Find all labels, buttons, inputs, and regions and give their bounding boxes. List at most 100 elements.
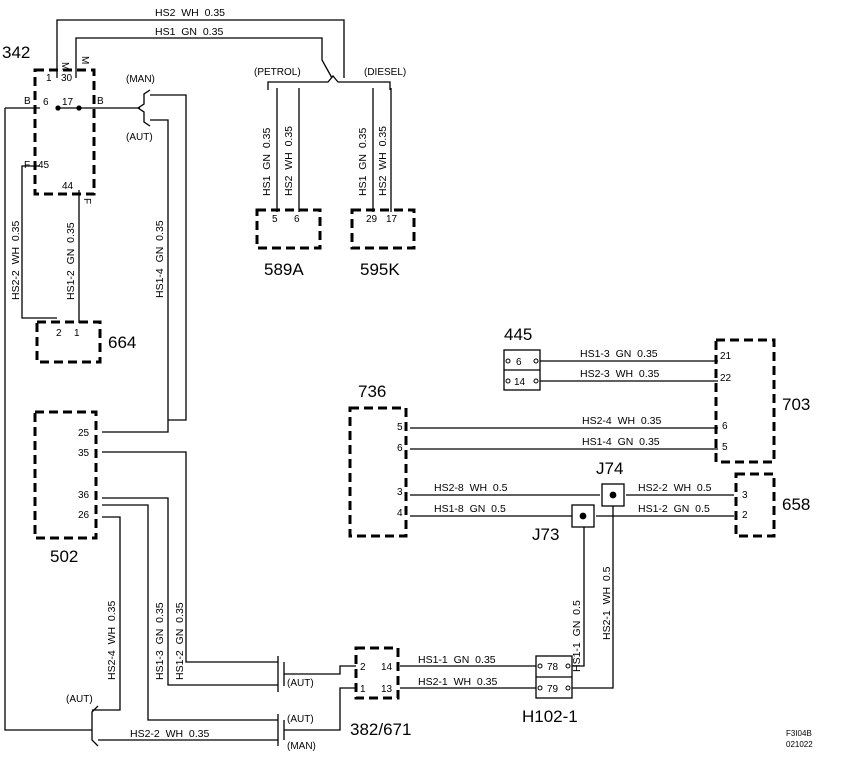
pin-658-3: 3: [742, 490, 748, 501]
label-658: 658: [782, 495, 810, 514]
wire-hs2-2-outer: [4, 108, 92, 731]
pin-502-25: 25: [78, 428, 90, 439]
component-589a-box: [255, 208, 322, 250]
aut-man-bracket-2: [277, 714, 285, 746]
label-hs1-1-vertical: HS1-1 GN 0.5: [571, 600, 583, 672]
pin-445-6: 6: [516, 357, 522, 368]
note-aut-1: (AUT): [287, 678, 314, 689]
pin-342-17: 17: [62, 97, 74, 108]
wire-hs1-4: [102, 119, 169, 433]
pin-736-4: 4: [397, 508, 403, 519]
pin-numbers: 1 30 6 17 45 44 5 6 29 17 2 1 6 14 21 22…: [38, 73, 748, 695]
component-labels: 342 589A 595K 664 445 703 736 658 502 38…: [2, 43, 810, 739]
label-382-671: 382/671: [350, 720, 411, 739]
pin-382-14: 14: [381, 662, 393, 673]
label-hs1-8: HS1-8 GN 0.5: [434, 503, 506, 515]
note-man-bottom: (MAN): [287, 741, 316, 752]
pin-502-36: 36: [78, 490, 90, 501]
wire-hs2-2-502: [92, 516, 121, 711]
label-j74: J74: [596, 459, 623, 478]
label-502: 502: [50, 547, 78, 566]
pin-658-2: 2: [742, 510, 748, 521]
pin-703-22: 22: [720, 373, 732, 384]
color-m-2: M: [79, 56, 90, 64]
wire-hs2-2-664: [21, 165, 57, 319]
wire-hs1-1-vertical: [572, 522, 585, 667]
pin-736-5: 5: [397, 422, 403, 433]
label-hs1-4-vertical: HS1-4 GN 0.35: [154, 220, 166, 298]
label-736: 736: [358, 382, 386, 401]
label-hs1-3: HS1-3 GN 0.35: [580, 348, 658, 360]
component-658-box: [734, 472, 776, 538]
label-hs1-2-vertical: HS1-2 GN 0.35: [65, 222, 77, 300]
note-aut-top: (AUT): [126, 132, 153, 143]
pin-382-1: 1: [360, 684, 366, 695]
pin-445-14: 14: [514, 377, 526, 388]
label-703: 703: [782, 395, 810, 414]
component-664-box: [35, 320, 102, 364]
pin-h102-78: 78: [547, 662, 559, 673]
label-hs2-4-left: HS2-4 WH 0.35: [106, 600, 118, 680]
component-382-671-box: [354, 646, 400, 700]
component-595k-box: [350, 208, 416, 250]
label-hs1-2-left: HS1-2 GN 0.35: [174, 602, 186, 680]
pin-502-35: 35: [78, 448, 90, 459]
pin-342-44: 44: [62, 181, 74, 192]
label-hs1-589a: HS1 GN 0.35: [261, 128, 273, 196]
pin-664-1: 1: [74, 328, 80, 339]
pin-595k-17: 17: [386, 214, 398, 225]
pin-736-3: 3: [397, 487, 403, 498]
pin-703-21: 21: [720, 351, 732, 362]
label-hs2-1-horizontal: HS2-1 WH 0.35: [418, 676, 498, 688]
label-j73: J73: [532, 525, 559, 544]
pin-382-13: 13: [381, 684, 393, 695]
color-b-1: B: [24, 96, 31, 107]
pin-664-2: 2: [56, 328, 62, 339]
label-hs2-4-right: HS2-4 WH 0.35: [582, 415, 662, 427]
component-342-box: [33, 68, 96, 196]
label-hs2-2-bottom: HS2-2 WH 0.35: [130, 728, 210, 740]
variant-notes: (MAN) (AUT) (PETROL) (DIESEL) (AUT) (AUT…: [66, 67, 406, 752]
label-hs1-top: HS1 GN 0.35: [155, 26, 223, 38]
label-342: 342: [2, 43, 30, 62]
label-h102-1: H102-1: [522, 707, 578, 726]
wire-color-letters: M M B B F F: [24, 56, 104, 204]
pin-589a-5: 5: [272, 214, 278, 225]
label-hs1-1-horizontal: HS1-1 GN 0.35: [418, 654, 496, 666]
pin-382-2: 2: [360, 662, 366, 673]
note-aut-left: (AUT): [66, 694, 93, 705]
man-aut-brace: [136, 89, 151, 127]
component-502-box: [33, 410, 98, 540]
wire-labels-vertical: HS1 GN 0.35 HS2 WH 0.35 HS1 GN 0.35 HS2 …: [10, 126, 613, 680]
wire-labels-horizontal: HS2 WH 0.35 HS1 GN 0.35 HS1-3 GN 0.35 HS…: [130, 7, 712, 740]
label-hs1-4-right: HS1-4 GN 0.35: [582, 436, 660, 448]
pin-589a-6: 6: [294, 214, 300, 225]
bottom-left-brace: [91, 705, 99, 747]
label-hs2-8: HS2-8 WH 0.5: [434, 482, 508, 494]
footer: F3I04B 021022: [786, 729, 813, 749]
pin-703-6: 6: [722, 421, 728, 432]
label-hs1-2-right: HS1-2 GN 0.5: [638, 503, 710, 515]
petrol-diesel-brace: [267, 74, 391, 90]
wire-hs1-top: [75, 37, 333, 79]
pin-502-26: 26: [78, 510, 90, 521]
color-b-2: B: [97, 96, 104, 107]
label-hs2-top: HS2 WH 0.35: [155, 7, 225, 19]
color-f-1: F: [24, 160, 30, 171]
label-595k: 595K: [360, 260, 400, 279]
color-m-1: M: [59, 62, 70, 70]
note-aut-2: (AUT): [287, 714, 314, 725]
pin-h102-79: 79: [547, 684, 559, 695]
note-diesel: (DIESEL): [364, 67, 406, 78]
pin-342-1: 1: [46, 73, 52, 84]
wire-hs2-1-vertical: [572, 506, 614, 689]
footer-date: 021022: [786, 740, 813, 749]
wire-hs2-4-502: [102, 504, 278, 721]
label-hs2-589a: HS2 WH 0.35: [283, 126, 295, 196]
pin-595k-29: 29: [366, 214, 378, 225]
footer-code: F3I04B: [786, 729, 812, 738]
pin-342-6: 6: [43, 97, 49, 108]
wire-hs1-2-502: [102, 451, 278, 663]
component-703-box: [714, 338, 776, 464]
